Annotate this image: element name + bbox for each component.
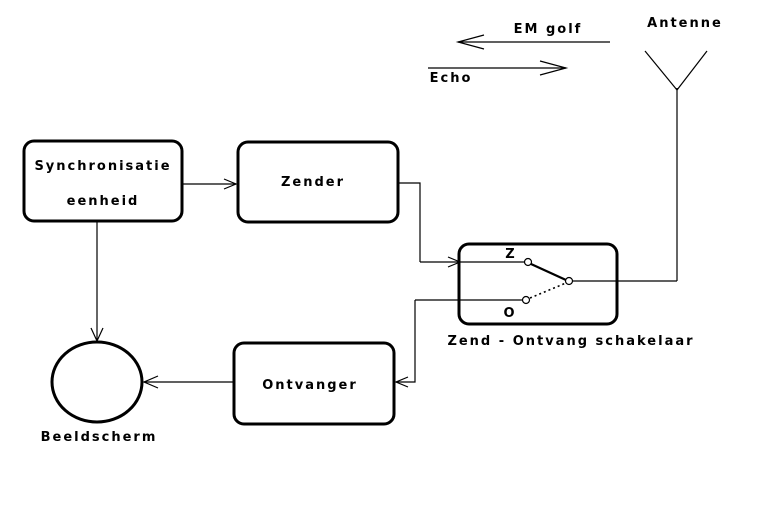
- connections: [90, 178, 462, 389]
- wave-arrows: EM golf Echo: [428, 22, 610, 86]
- switch-lever: [530, 262, 567, 282]
- sync-unit-block: Synchronisatie eenheid: [22, 139, 184, 223]
- switch-to-ontvanger-arrowhead: [394, 376, 409, 388]
- sync-unit-box: [22, 139, 184, 223]
- beeldscherm-circle: [50, 340, 144, 424]
- ontvanger-label: Ontvanger: [262, 378, 358, 393]
- zender-to-switch-arrowhead: [447, 256, 462, 268]
- em-golf-arrowhead: [455, 34, 485, 50]
- antenna-block: Antenne: [573, 16, 723, 282]
- switch-o-contact: [521, 295, 531, 305]
- antenna-arm-left: [644, 50, 678, 91]
- antenna-arm-right: [676, 50, 708, 91]
- sync-to-screen-arrowhead: [90, 327, 104, 343]
- switch-box: [457, 242, 619, 326]
- zender-to-switch-wire: [398, 182, 421, 262]
- switch-to-ontvanger-wire: [396, 300, 416, 383]
- sync-to-zender-arrowhead: [223, 178, 238, 190]
- sync-unit-label-line2: eenheid: [67, 194, 140, 209]
- zender-box: [236, 140, 400, 224]
- ontvanger-box: [232, 341, 396, 426]
- echo-label: Echo: [430, 71, 473, 86]
- echo-arrowhead: [539, 60, 569, 76]
- zender-block: Zender: [236, 140, 400, 224]
- zender-label: Zender: [281, 175, 345, 190]
- beeldscherm-label: Beeldscherm: [41, 430, 158, 445]
- switch-z-label: Z: [505, 247, 516, 262]
- antenna-label: Antenne: [647, 16, 723, 31]
- sync-unit-label-line1: Synchronisatie: [34, 159, 171, 174]
- switch-pivot: [564, 276, 574, 286]
- switch-dotted-lever: [529, 282, 567, 299]
- ontvanger-block: Ontvanger: [232, 341, 396, 426]
- em-golf-label: EM golf: [514, 22, 583, 37]
- ontvanger-to-screen-arrowhead: [142, 375, 159, 389]
- switch-caption: Zend - Ontvang schakelaar: [447, 334, 694, 349]
- switch-o-label: O: [503, 306, 516, 321]
- switch-z-contact: [523, 257, 533, 267]
- switch-block: Z O Zend - Ontvang schakelaar: [415, 242, 694, 349]
- beeldscherm-block: Beeldscherm: [41, 340, 158, 445]
